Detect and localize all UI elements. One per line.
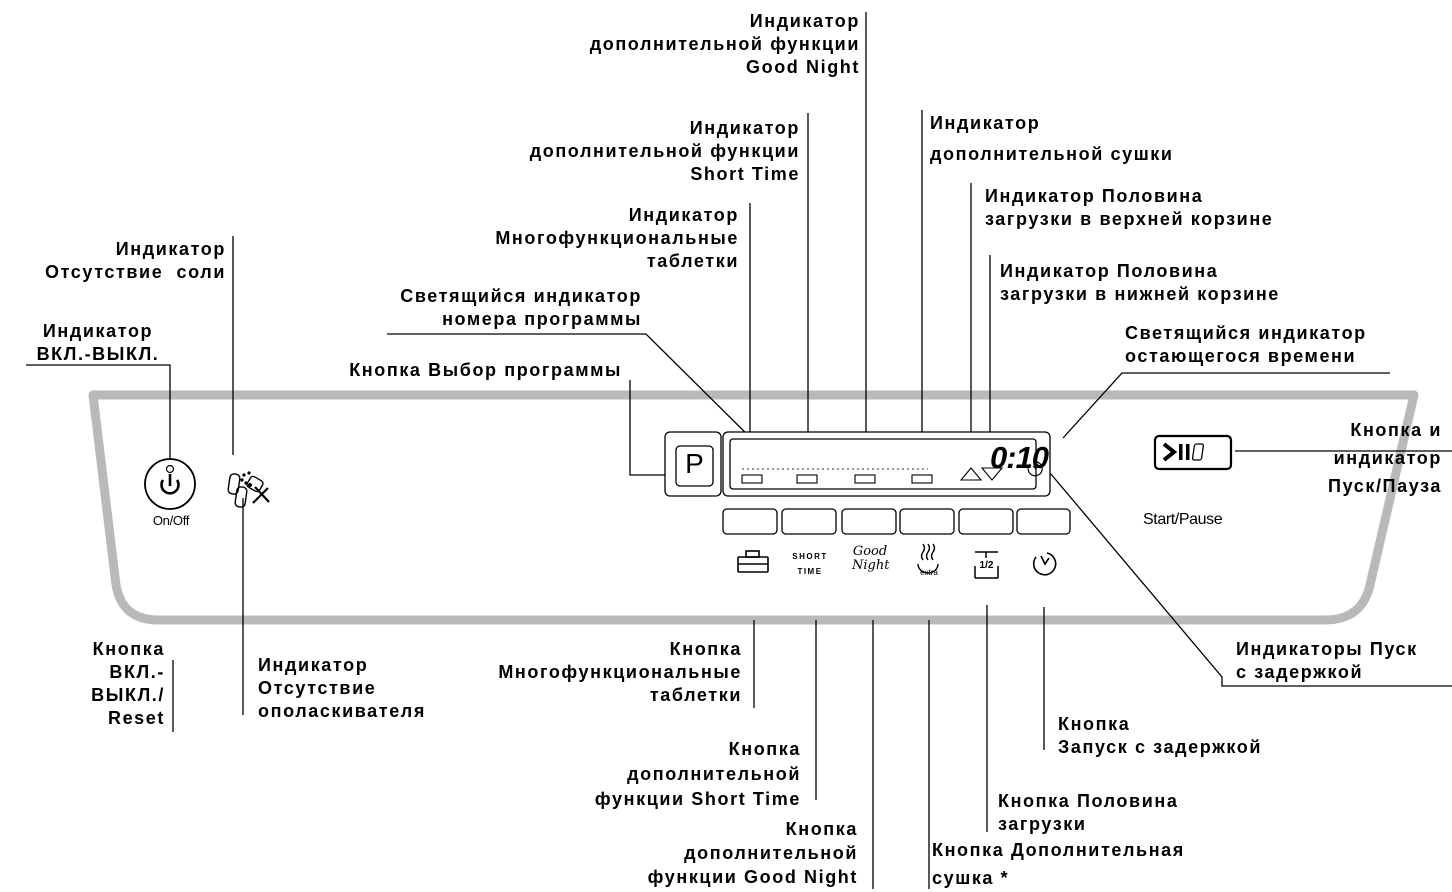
delay-indicator-icon (1027, 461, 1043, 477)
half-load-button[interactable] (958, 508, 1014, 535)
salt-led (227, 473, 241, 495)
half-load-lower-icon (980, 467, 1004, 481)
start-pause-icon (1162, 442, 1204, 462)
label-multi-tab-button: Кнопка Многофункциональные таблетки (498, 639, 742, 705)
half-load-icon (974, 551, 999, 579)
salt-icon (240, 471, 264, 493)
label-rinse-aid-indicator: Индикатор Отсутствие ополаскивателя (258, 655, 426, 721)
leader-program-select (629, 380, 670, 476)
label-half-lower-indicator: Индикатор Половина загрузки в нижней кор… (1000, 261, 1280, 304)
program-button[interactable] (675, 445, 714, 487)
delay-start-button[interactable] (1016, 508, 1071, 535)
half-icon-label: 1/2 (979, 560, 994, 571)
extra-icon-label: extra (920, 568, 938, 577)
label-good-night-indicator: Индикатор дополнительной функции Good Ni… (589, 11, 860, 77)
remaining-time-value: 0:10 (990, 440, 1049, 475)
label-start-pause-button: Кнопка и индикатор Пуск/Пауза (1328, 420, 1442, 496)
short-time-led (796, 474, 818, 484)
multi-tab-button[interactable] (722, 508, 778, 535)
leader-on-off-indicator (26, 364, 171, 460)
label-multi-tab-indicator: Индикатор Многофункциональные таблетки (495, 205, 739, 271)
label-extra-dry-indicator: Индикатор дополнительной сушки (930, 113, 1174, 164)
label-delay-button: Кнопка Запуск с задержкой (1058, 714, 1263, 757)
good-night-icon: Good Night (852, 544, 890, 573)
label-short-time-button: Кнопка дополнительной функции Short Time (594, 739, 801, 809)
short-time-icon: SHORT TIME (792, 552, 828, 576)
extra-dry-icon (917, 543, 939, 574)
power-icon (160, 474, 180, 495)
label-delay-indicators: Индикаторы Пуск с задержкой (1236, 639, 1418, 682)
delay-start-icon (1032, 552, 1057, 576)
leader-delay-indicators (1044, 466, 1452, 687)
good-night-button[interactable] (841, 508, 897, 535)
label-remaining-time-display: Светящийся индикатор остающегося времени (1125, 323, 1367, 366)
label-extra-dry-button: Кнопка Дополнительная сушка * (932, 840, 1185, 888)
label-program-select-button: Кнопка Выбор программы (349, 360, 622, 380)
label-on-off-button: Кнопка ВКЛ.- ВЫКЛ./ Reset (91, 639, 165, 728)
program-button-label: P (685, 448, 704, 479)
label-good-night-button: Кнопка дополнительной функции Good Night (647, 819, 858, 887)
half-load-upper-icon (959, 467, 983, 481)
panel-outline (88, 390, 1419, 625)
label-half-load-button: Кнопка Половина загрузки (998, 791, 1179, 834)
start-pause-caption: Start/Pause (1143, 511, 1223, 528)
multi-tab-led (741, 474, 763, 484)
leader-remaining-time (1062, 372, 1390, 439)
rinse-aid-icon (248, 483, 270, 504)
rinse-led (234, 486, 248, 508)
good-night-led (854, 474, 876, 484)
display-screen (729, 438, 1037, 490)
label-half-upper-indicator: Индикатор Половина загрузки в верхней ко… (985, 186, 1274, 229)
extra-dry-led (911, 474, 933, 484)
label-on-off-indicator: Индикатор ВКЛ.-ВЫКЛ. (36, 321, 160, 364)
label-program-number-display: Светящийся индикатор номера программы (400, 286, 642, 329)
label-salt-indicator: Индикатор Отсутствие соли (44, 239, 226, 282)
short-time-button[interactable] (781, 508, 837, 535)
multi-tab-icon (737, 550, 769, 573)
extra-dry-button[interactable] (899, 508, 955, 535)
on-off-led (165, 464, 175, 474)
label-short-time-indicator: Индикатор дополнительной функции Short T… (529, 118, 800, 184)
on-off-caption: On/Off (152, 513, 190, 528)
leader-program-number (387, 333, 776, 463)
